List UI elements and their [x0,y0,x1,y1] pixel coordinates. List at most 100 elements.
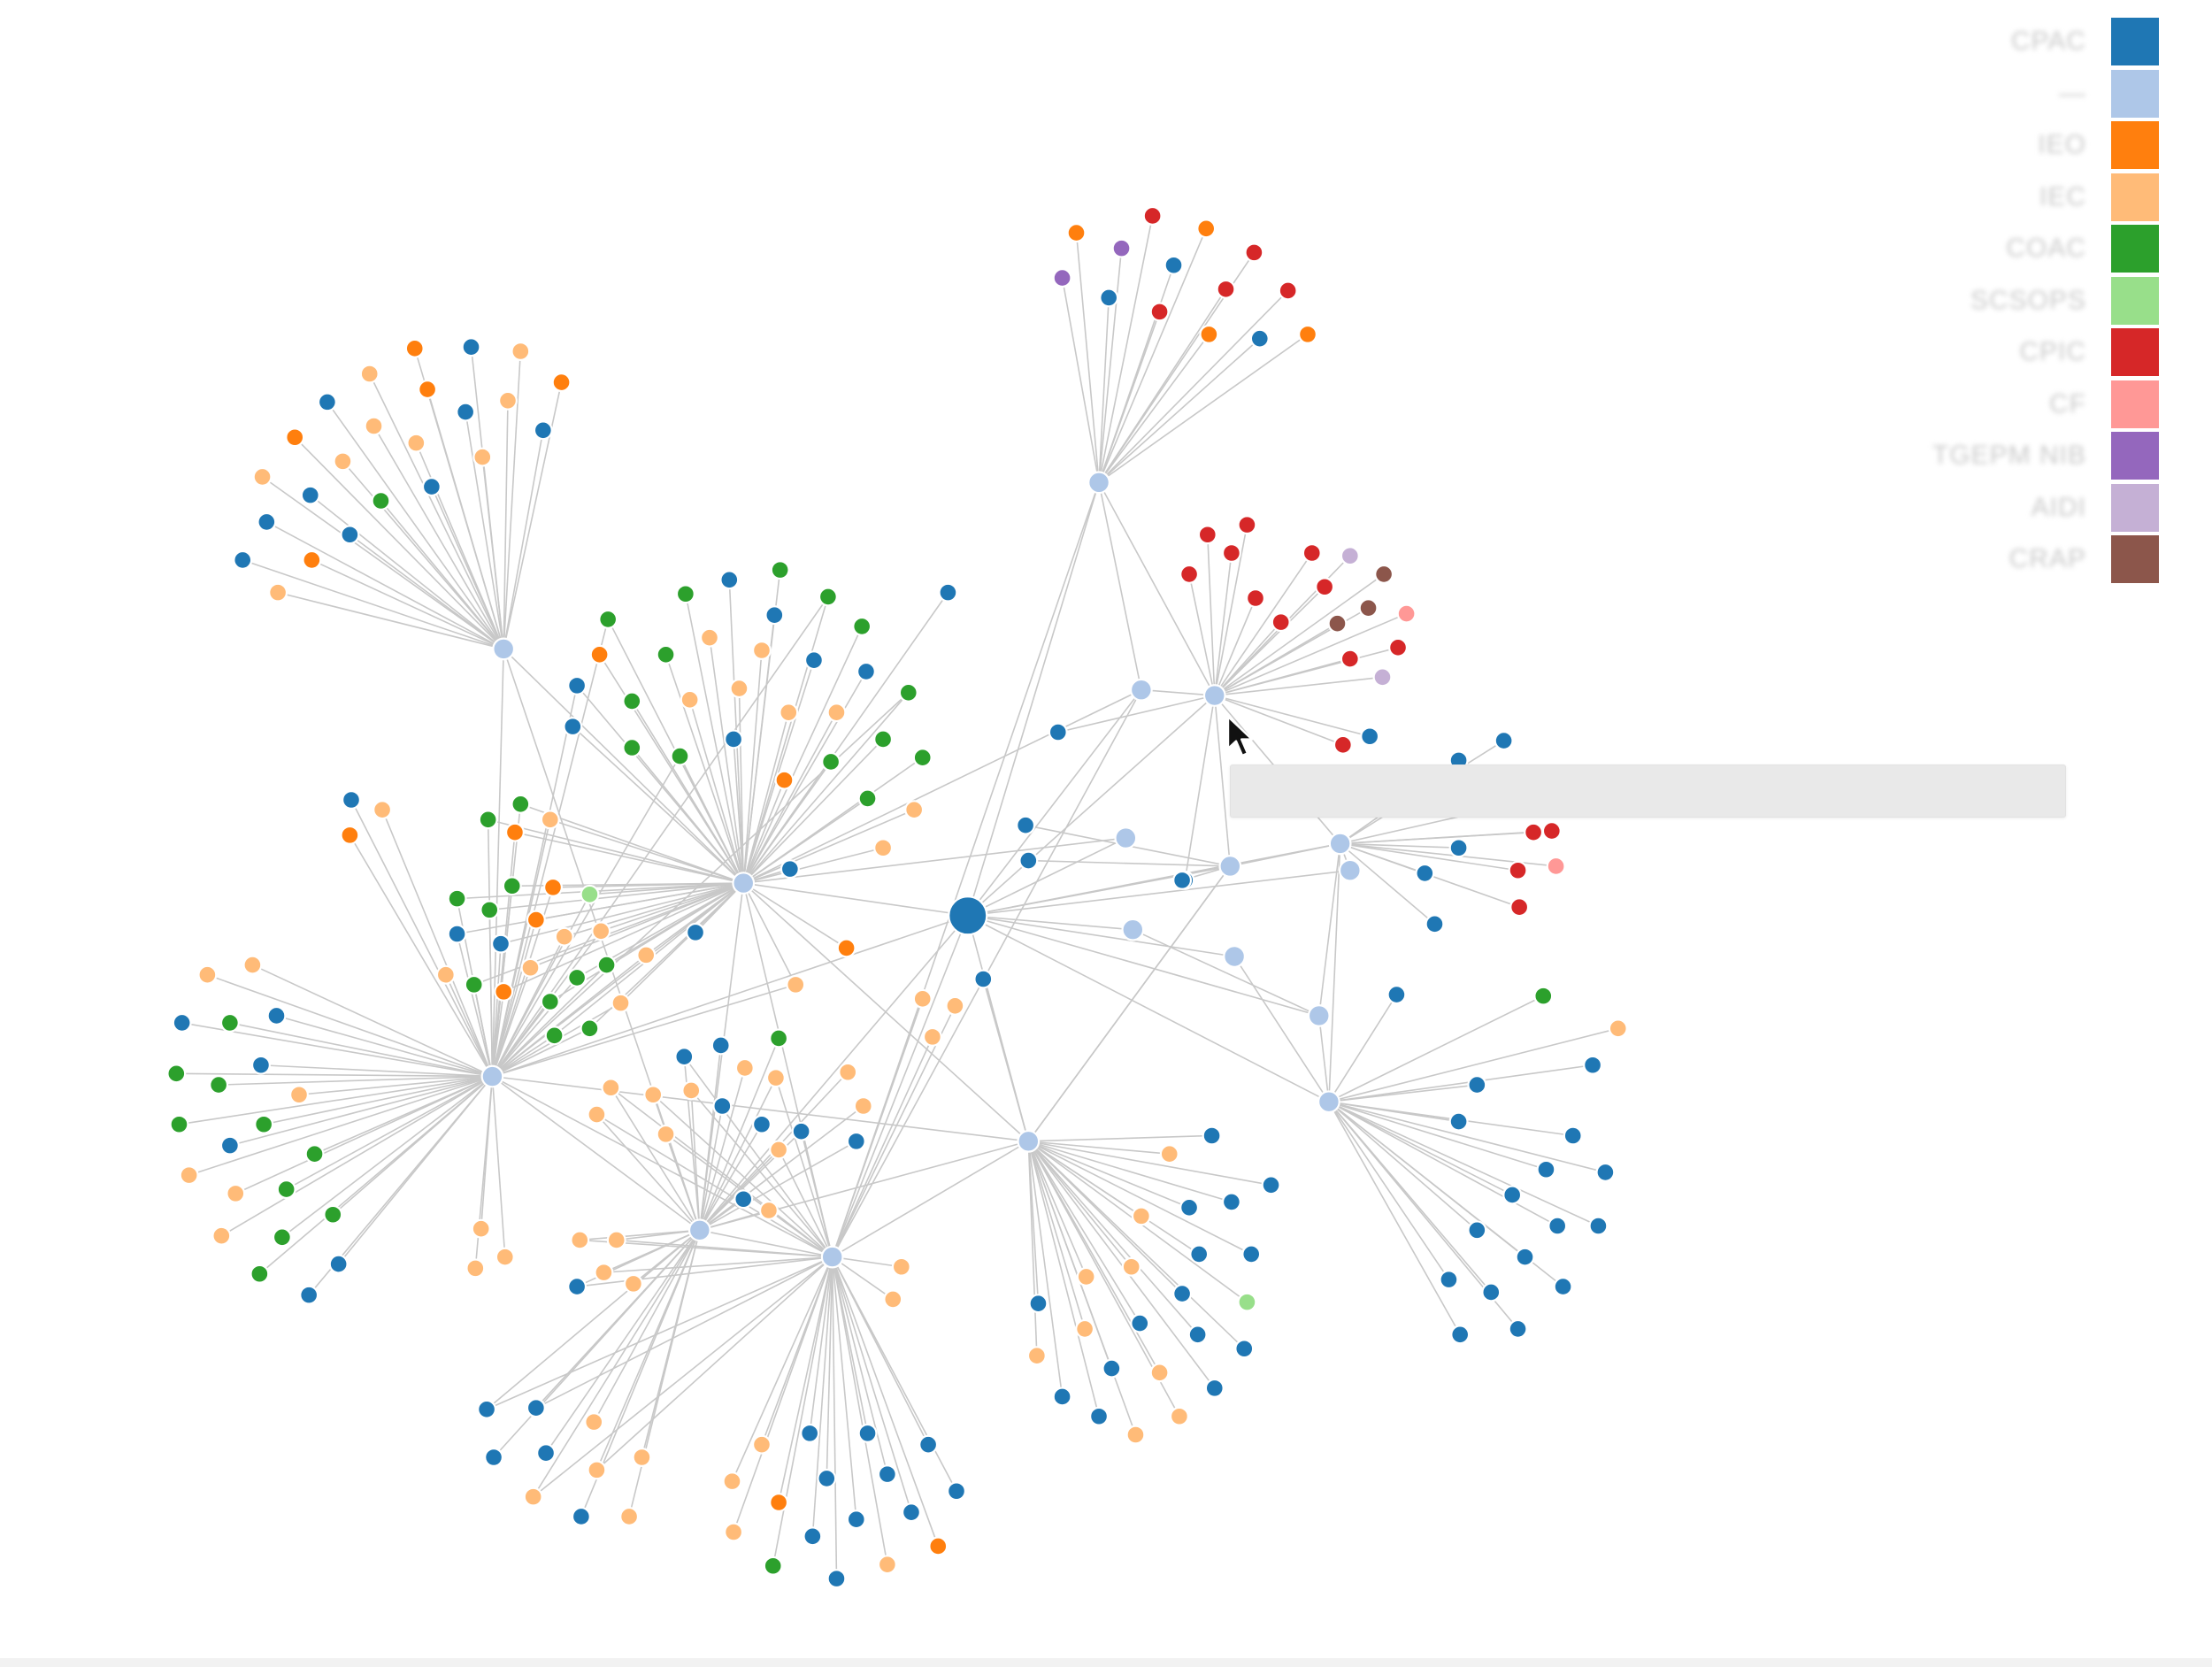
leaf-node[interactable] [169,1114,189,1134]
leaf-node[interactable] [1315,577,1335,597]
leaf-node[interactable] [764,605,785,626]
leaf-node[interactable] [435,964,456,985]
leaf-node[interactable] [364,416,384,436]
leaf-node[interactable] [1187,1325,1208,1345]
leaf-node[interactable] [826,1569,847,1589]
leaf-node[interactable] [333,451,353,472]
leaf-node[interactable] [817,1468,837,1488]
leaf-node[interactable] [883,1289,903,1310]
leaf-node[interactable] [852,616,872,636]
leaf-node[interactable] [826,703,847,723]
leaf-node[interactable] [1563,1125,1583,1146]
leaf-node[interactable] [1374,564,1394,584]
leaf-node[interactable] [543,877,563,897]
leaf-node[interactable] [1121,1256,1141,1277]
leaf-node[interactable] [729,679,749,699]
leaf-node[interactable] [818,587,838,607]
leaf-node[interactable] [226,1183,246,1203]
leaf-node[interactable] [276,1179,296,1200]
hub-node[interactable] [732,872,756,895]
leaf-node[interactable] [891,1256,911,1277]
leaf-node[interactable] [656,1124,676,1144]
leaf-node[interactable] [734,1057,755,1078]
leaf-node[interactable] [1179,564,1200,584]
leaf-node[interactable] [853,1096,873,1116]
hub-node[interactable] [492,637,516,661]
leaf-node[interactable] [598,609,618,629]
leaf-node[interactable] [219,1135,240,1156]
leaf-node[interactable] [1502,1185,1523,1205]
leaf-node[interactable] [780,859,800,880]
leaf-node[interactable] [904,800,925,820]
leaf-node[interactable] [901,1502,921,1523]
leaf-node[interactable] [447,888,467,909]
leaf-node[interactable] [1388,637,1409,657]
leaf-node[interactable] [1102,1358,1122,1379]
leaf-node[interactable] [632,1448,652,1467]
leaf-node[interactable] [857,1423,878,1443]
leaf-node[interactable] [656,644,676,664]
leaf-node[interactable] [323,1204,343,1225]
hub-node[interactable] [1307,1004,1331,1027]
leaf-node[interactable] [1515,1247,1535,1267]
leaf-node[interactable] [571,1506,591,1526]
leaf-node[interactable] [779,703,799,723]
leaf-node[interactable] [770,560,790,580]
leaf-node[interactable] [1533,986,1554,1006]
hub-node[interactable] [1338,858,1362,882]
leaf-node[interactable] [1028,1294,1048,1314]
leaf-node[interactable] [520,957,541,978]
leaf-node[interactable] [686,922,706,942]
hub-node[interactable] [480,1064,504,1088]
leaf-node[interactable] [1052,268,1072,288]
leaf-node[interactable] [1099,288,1119,308]
leaf-node[interactable] [699,627,719,648]
leaf-node[interactable] [623,1273,643,1294]
leaf-node[interactable] [722,1471,742,1492]
leaf-node[interactable] [1509,897,1530,918]
leaf-node[interactable] [1481,1282,1502,1302]
leaf-node[interactable] [947,1481,966,1502]
leaf-node[interactable] [252,466,273,487]
leaf-node[interactable] [1524,822,1544,842]
leaf-node[interactable] [211,1225,232,1246]
leaf-node[interactable] [922,1026,942,1047]
leaf-node[interactable] [254,1114,274,1134]
leaf-node[interactable] [209,1075,229,1095]
leaf-node[interactable] [1142,205,1163,226]
leaf-node[interactable] [1467,1220,1487,1241]
leaf-node[interactable] [1271,612,1291,633]
hub-node[interactable] [820,1245,844,1269]
leaf-node[interactable] [873,729,894,749]
leaf-node[interactable] [328,1254,349,1274]
leaf-node[interactable] [1111,238,1132,258]
leaf-node[interactable] [710,1035,731,1056]
leaf-node[interactable] [680,689,700,710]
leaf-node[interactable] [873,838,894,858]
leaf-node[interactable] [1189,1244,1210,1264]
leaf-node[interactable] [803,1526,823,1547]
leaf-node[interactable] [712,1096,733,1116]
leaf-node[interactable] [670,746,690,766]
leaf-node[interactable] [594,1263,614,1283]
leaf-node[interactable] [1197,525,1217,545]
leaf-node[interactable] [769,1140,789,1160]
leaf-node[interactable] [544,1026,565,1046]
leaf-node[interactable] [464,974,484,995]
leaf-node[interactable] [918,1434,939,1455]
leaf-node[interactable] [733,1189,754,1210]
leaf-node[interactable] [289,1085,309,1105]
leaf-node[interactable] [769,1493,789,1513]
leaf-node[interactable] [1541,821,1562,841]
leaf-node[interactable] [763,1556,783,1576]
leaf-node[interactable] [751,641,772,660]
hub-node[interactable] [1129,678,1153,702]
leaf-node[interactable] [1131,1206,1151,1226]
leaf-node[interactable] [1425,914,1445,934]
hub-node[interactable] [1328,832,1352,856]
leaf-node[interactable] [302,549,322,570]
leaf-node[interactable] [1467,1075,1487,1095]
leaf-node[interactable] [1149,1363,1170,1383]
leaf-node[interactable] [1089,1406,1110,1426]
